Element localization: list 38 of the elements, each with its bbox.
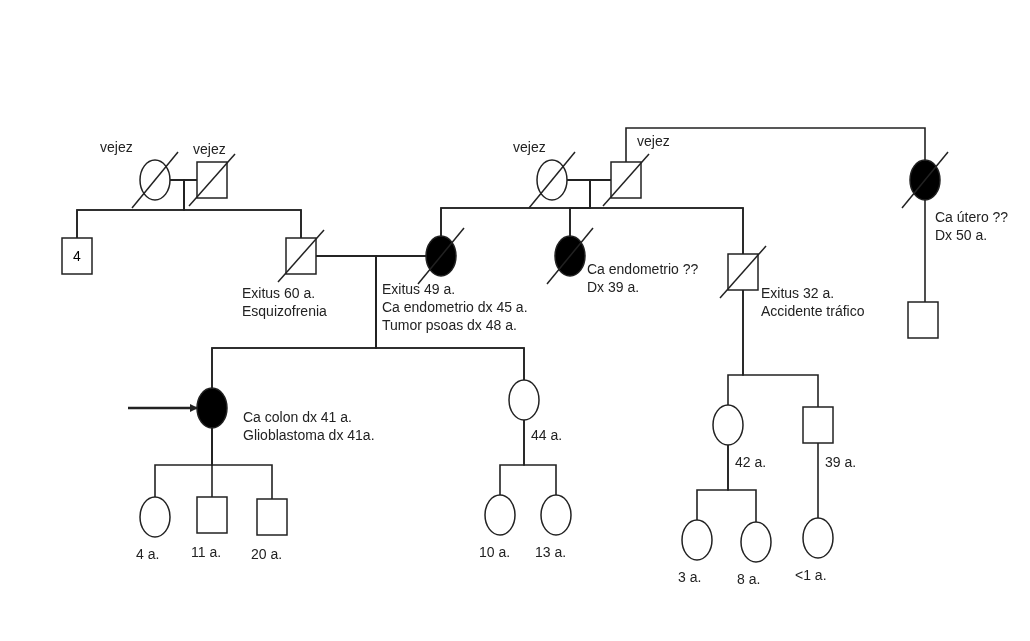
- annotation-text: Ca útero ??: [935, 208, 1009, 226]
- annotation-text: 3 a.: [678, 568, 702, 586]
- pedigree-line: [625, 127, 926, 163]
- annotation-text: Ca colon dx 41 a.: [243, 408, 352, 426]
- proband-arrow: [128, 404, 198, 412]
- annotation-text: vejez: [513, 138, 546, 156]
- annotation-text: Dx 50 a.: [935, 226, 988, 244]
- annotation-text: Exitus 32 a.: [761, 284, 835, 302]
- annotation-text: Esquizofrenia: [242, 302, 327, 320]
- annotation-text: Accidente tráfico: [761, 302, 865, 320]
- pedigree-line: [817, 442, 819, 519]
- annotation-text: 39 a.: [825, 453, 857, 471]
- annotation-text: 8 a.: [737, 570, 761, 588]
- annotation-text: 20 a.: [251, 545, 283, 563]
- annotation-text: 4 a.: [136, 545, 160, 563]
- count-number: 4: [72, 247, 82, 266]
- annotation-text: Ca endometrio dx 45 a.: [382, 298, 528, 316]
- annotation-text: 11 a.: [191, 543, 222, 561]
- annotation-text: Glioblastoma dx 41a.: [243, 426, 375, 444]
- pedigree-line: [375, 255, 525, 381]
- annotation-text: 13 a.: [535, 543, 567, 561]
- annotation-text: vejez: [637, 132, 670, 150]
- annotation-text: 42 a.: [735, 453, 767, 471]
- annotation-text: Ca endometrio ??: [587, 260, 699, 278]
- annotation-text: Tumor psoas dx 48 a.: [382, 316, 517, 334]
- pedigree-line: [727, 444, 757, 523]
- pedigree-line: [924, 199, 926, 303]
- pedigree-line: [211, 427, 273, 500]
- annotation-text: Exitus 49 a.: [382, 280, 456, 298]
- annotation-text: Dx 39 a.: [587, 278, 640, 296]
- annotation-text: Exitus 60 a.: [242, 284, 316, 302]
- pedigree-line: [742, 289, 819, 408]
- annotation-text: 10 a.: [479, 543, 511, 561]
- annotation-text: vejez: [193, 140, 226, 158]
- pedigree-line: [523, 419, 557, 496]
- annotation-text: vejez: [100, 138, 133, 156]
- annotation-text: <1 a.: [795, 566, 827, 584]
- annotation-text: 44 a.: [531, 426, 563, 444]
